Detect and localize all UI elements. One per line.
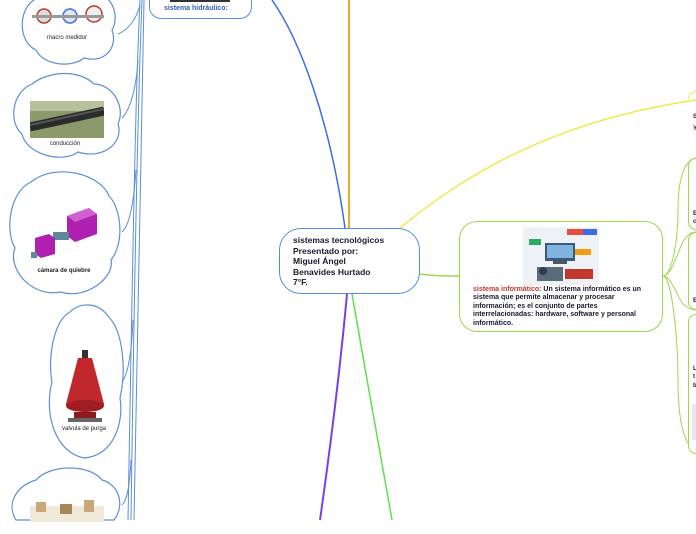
purge-valve-image (62, 350, 108, 424)
valvula-caption: valvula de purga (44, 426, 124, 432)
node-camara-de-quiebre[interactable]: cámara de quiebre (5, 168, 123, 298)
computer-system-image (523, 227, 599, 285)
yellow-right-stub (688, 90, 696, 100)
yellow-branch-line (400, 100, 696, 228)
green-connector-info (420, 274, 459, 276)
hydraulic-image (170, 0, 230, 2)
right-edge-letter-7: t (693, 374, 695, 380)
central-presented-by: Presentado por: (293, 246, 413, 257)
node-valvula-de-purga[interactable]: valvula de purga (44, 302, 124, 460)
central-topic[interactable]: sistemas tecnológicos Presentado por: Mi… (279, 228, 420, 294)
informatico-description: sistema informático: Un sistema informát… (473, 286, 651, 328)
cloud-outline (6, 464, 124, 534)
conduccion-caption: conducción (6, 141, 124, 147)
node-conduccion[interactable]: conducción (6, 72, 124, 162)
hidraulico-label: sistema hidráulico: (164, 5, 228, 12)
green-branch-line (352, 294, 392, 520)
macro-medidor-caption: macro medidor (14, 35, 120, 41)
blue-branch-line (272, 0, 345, 228)
treatment-plant-image (30, 500, 104, 522)
central-grade: 7°F. (293, 277, 413, 288)
left-trunk-line (128, 0, 140, 520)
central-title: sistemas tecnológicos (293, 235, 413, 246)
pipeline-image (30, 101, 104, 138)
informatico-label: sistema informático: (473, 286, 541, 293)
right-image-partial (692, 404, 696, 440)
central-name-first: Miguel Ángel (293, 256, 413, 267)
connector-macro (118, 5, 140, 34)
connector-conduccion (122, 60, 138, 118)
camara-caption: cámara de quiebre (5, 268, 123, 274)
node-sistema-hidraulico[interactable]: sistema hidráulico: (149, 0, 252, 19)
node-sistema-informatico[interactable]: sistema informático: Un sistema informát… (459, 221, 663, 332)
break-chamber-image (31, 208, 99, 264)
water-meter-image (32, 0, 104, 28)
node-macro-medidor[interactable]: macro medidor (14, 0, 120, 66)
node-bottom-partial[interactable] (6, 464, 124, 534)
purple-branch-line (320, 294, 347, 520)
central-name-last: Benavides Hurtado (293, 267, 413, 278)
